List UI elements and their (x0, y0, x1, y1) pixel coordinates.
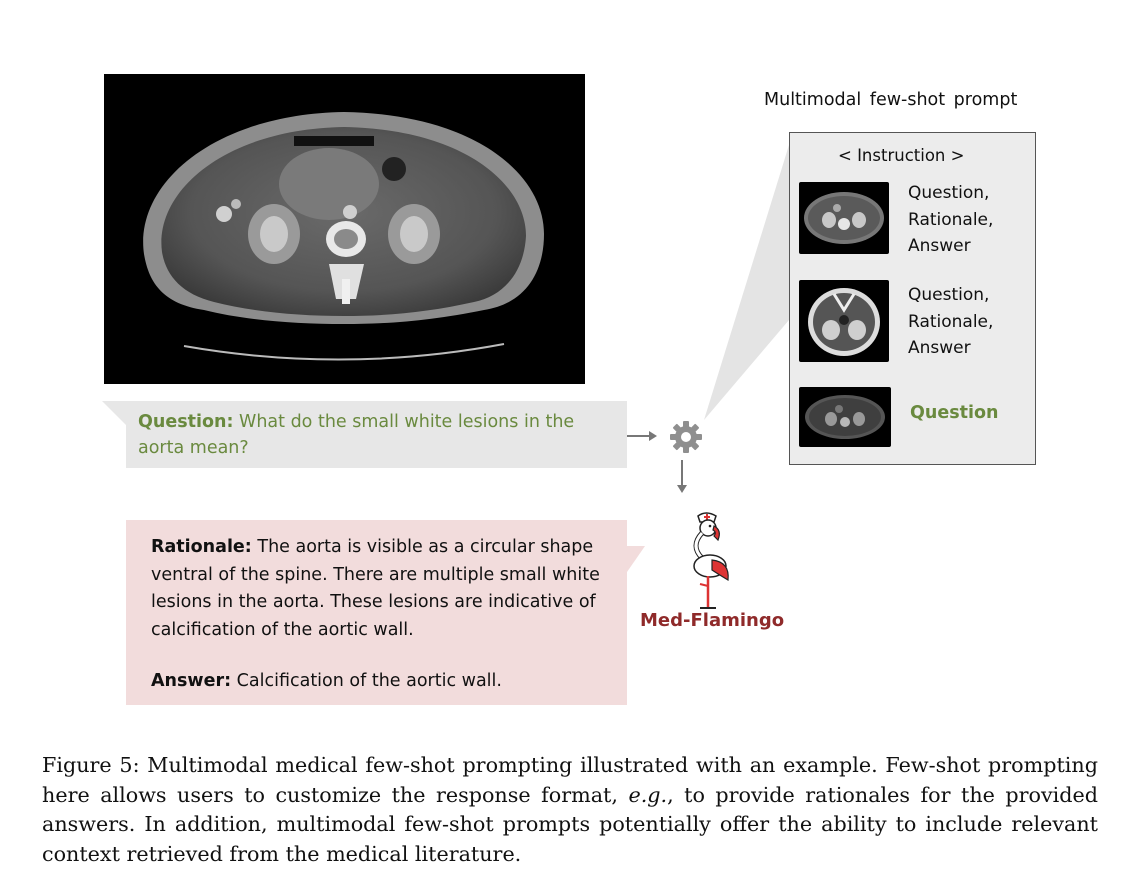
gear-icon (670, 421, 702, 453)
caption-part-2: , to provide rationales for the provided… (42, 782, 1098, 866)
caption-italic-eg: e.g. (628, 782, 668, 807)
example-ct-thumbnail-2 (799, 280, 889, 362)
answer-paragraph: Answer: Calcification of the aortic wall… (151, 668, 615, 696)
rationale-paragraph: Rationale: The aorta is visible as a cir… (151, 534, 615, 644)
query-ct-thumbnail (799, 387, 891, 447)
example-text-2: Question, Rationale, Answer (908, 285, 994, 358)
prompt-panel-title: Multimodal few-shot prompt (764, 90, 1018, 110)
question-bubble: Question: What do the small white lesion… (126, 401, 627, 468)
rationale-text: The aorta is visible as a circular shape… (151, 537, 600, 640)
query-question-label: Question (910, 403, 999, 423)
arrow-down-icon (677, 460, 687, 493)
answer-text: Calcification of the aortic wall. (231, 671, 502, 691)
question-label: Question: (138, 412, 234, 432)
main-ct-scan-image (104, 74, 585, 384)
example-ct-thumbnail-1 (799, 182, 889, 254)
instruction-label: < Instruction > (838, 146, 965, 165)
model-name-label: Med-Flamingo (640, 610, 785, 631)
figure-caption: Figure 5: Multimodal medical few-shot pr… (42, 751, 1098, 869)
question-bubble-tail (102, 401, 126, 425)
answer-label: Answer: (151, 671, 232, 691)
rationale-bubble-tail (627, 546, 645, 572)
rationale-answer-bubble: Rationale: The aorta is visible as a cir… (126, 520, 627, 705)
arrow-right-icon (627, 431, 657, 441)
flamingo-mascot-icon (693, 512, 729, 609)
caption-part-1: Figure 5: Multimodal medical few-shot pr… (42, 753, 1098, 807)
question-text: What do the small white lesions in the a… (138, 412, 575, 458)
rationale-label: Rationale: (151, 537, 252, 557)
example-text-1: Question, Rationale, Answer (908, 183, 994, 256)
